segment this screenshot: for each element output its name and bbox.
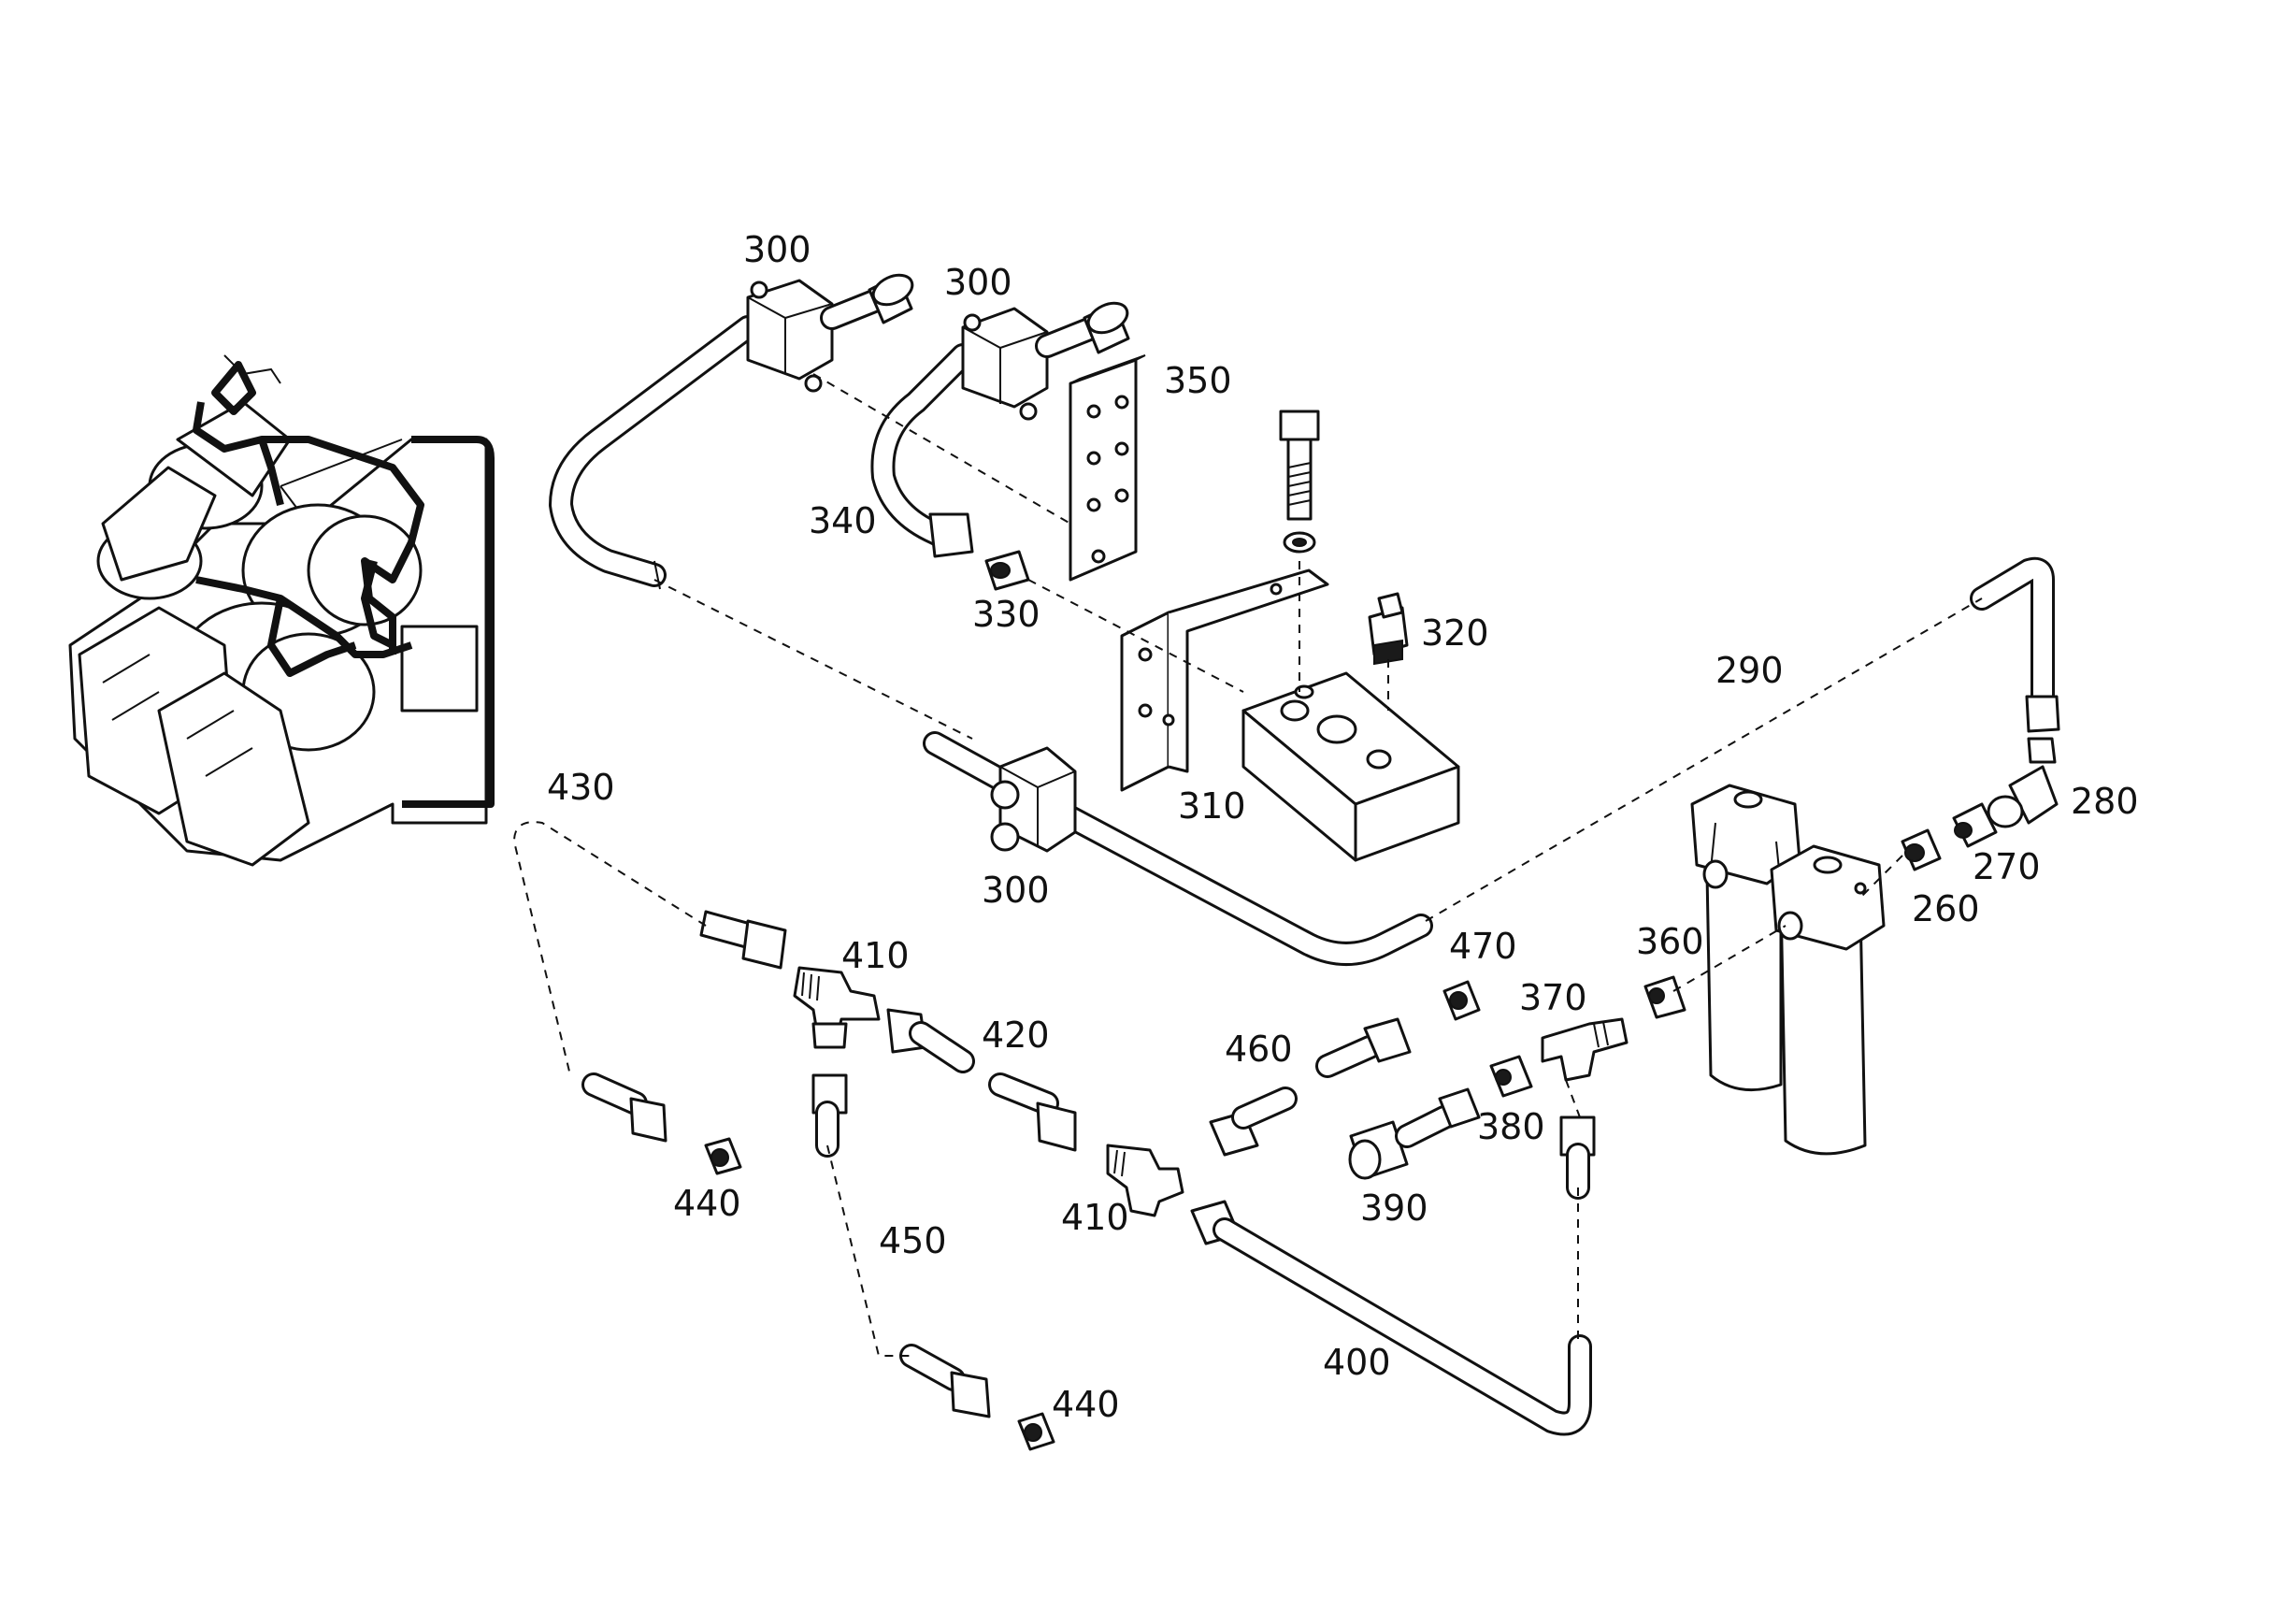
callout-290: 290: [1715, 650, 1784, 691]
callout-350: 350: [1164, 360, 1232, 401]
transmission-assembly: [68, 354, 495, 867]
callout-410-upper: 410: [841, 935, 910, 976]
callout-310: 310: [1178, 785, 1246, 827]
upper-pipe-300-right: [870, 301, 1130, 558]
bracket-310: [1120, 569, 1329, 792]
callout-340: 340: [809, 500, 877, 541]
callout-460: 460: [1225, 1029, 1293, 1070]
valve-block: [1241, 671, 1460, 862]
callout-280: 280: [2071, 781, 2139, 822]
pipe-430-lower: [581, 1072, 667, 1143]
callout-320: 320: [1421, 612, 1489, 654]
fitting-260: [1901, 828, 1942, 871]
callout-270: 270: [1973, 846, 2041, 887]
plug-440-right: [1017, 1412, 1055, 1451]
mounting-plate-350: [1069, 354, 1146, 582]
callout-260: 260: [1912, 888, 1980, 929]
callout-380: 380: [1477, 1106, 1545, 1147]
callout-labels: 300 300 350 340 330 320 290 310 280 270 …: [547, 229, 2139, 1425]
callout-470: 470: [1449, 926, 1517, 967]
callout-390: 390: [1360, 1187, 1428, 1229]
upper-pipe-300-left: [549, 273, 914, 590]
tee-fitting-410-lower: [1106, 1144, 1184, 1217]
pipe-430: [699, 910, 787, 970]
callout-370: 370: [1519, 977, 1587, 1018]
bolt: [1279, 410, 1320, 554]
callout-440-right: 440: [1052, 1384, 1120, 1425]
callout-420: 420: [982, 1015, 1050, 1056]
fitting-270: [1952, 802, 1998, 848]
tee-fitting-410-upper: [793, 966, 881, 1049]
plug-470: [1442, 980, 1481, 1021]
callout-430: 430: [547, 767, 615, 808]
plug-440-left: [704, 1137, 742, 1175]
elbow-fitting-280: [1987, 765, 2059, 828]
assembly-lines: [512, 373, 1983, 1357]
fitting-460: [1209, 1017, 1412, 1157]
fitting-330: [984, 550, 1030, 591]
callout-440-left: 440: [673, 1183, 741, 1224]
filter-housing-right: [1770, 844, 1886, 1156]
pressure-switch-320: [1368, 592, 1409, 666]
callout-330: 330: [972, 594, 1040, 635]
pipe-420: [886, 1008, 1077, 1152]
callout-360: 360: [1636, 921, 1704, 962]
callout-300-lower: 300: [982, 870, 1050, 911]
tee-fitting-370: [1541, 1017, 1629, 1200]
callout-300-upper-left: 300: [743, 229, 811, 270]
pipe-450: [811, 1073, 848, 1158]
callout-400: 400: [1323, 1342, 1391, 1383]
callout-450: 450: [879, 1220, 947, 1261]
lower-pipe-300: [923, 731, 1433, 966]
callout-300-upper-right: 300: [944, 262, 1012, 303]
fitting-360: [1643, 975, 1686, 1019]
pipe-400: [1190, 1200, 1592, 1436]
pipe-290: [1970, 556, 2060, 764]
fitting-380: [1489, 1055, 1533, 1098]
pipe-450-lower: [899, 1344, 991, 1418]
callout-410-lower: 410: [1061, 1197, 1129, 1238]
fitting-390: [1348, 1087, 1481, 1180]
